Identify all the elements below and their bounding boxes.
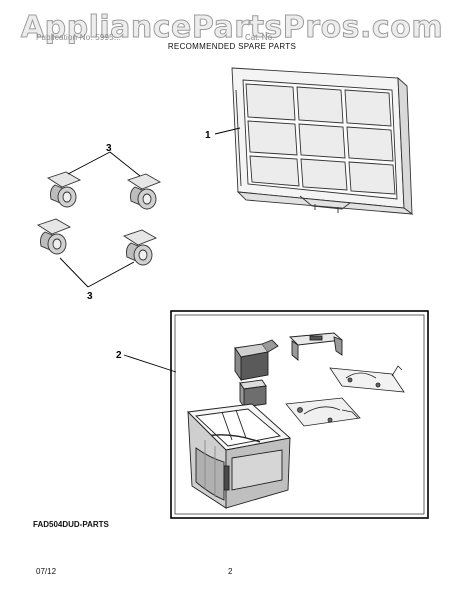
caster-top-right: [126, 173, 162, 210]
callout-number-bucket-group: 2: [116, 350, 122, 361]
level-plate-illustration: [329, 365, 405, 393]
callout-number-casters-bottom: 3: [87, 291, 93, 302]
cover-plate-illustration: [285, 397, 361, 427]
water-bucket-illustration: [187, 403, 291, 509]
leader-caster-top-right: [109, 151, 141, 177]
footer-date: 07/12: [36, 567, 57, 576]
header-publication-text: Publication No. 5995...: [36, 33, 122, 42]
page-title: RECOMMENDED SPARE PARTS: [167, 42, 297, 51]
callout-number-casters-top: 3: [106, 143, 112, 154]
leader-bucket-group: [123, 354, 177, 373]
leader-caster-bottom-left: [59, 257, 89, 288]
caster-top-left: [46, 171, 82, 208]
leader-filter: [214, 127, 241, 135]
bucket-bracket-illustration: [289, 332, 344, 361]
leader-caster-top-left: [67, 151, 111, 175]
callout-number-filter: 1: [205, 130, 211, 141]
callout-leader-lines: [59, 127, 241, 373]
caster-bottom-left: [36, 218, 72, 255]
leader-caster-bottom-right: [87, 261, 135, 288]
header-catalog-text: Cat. No.: [245, 33, 275, 42]
diagram-code: FAD504DUD-PARTS: [33, 520, 109, 529]
caster-wheel-illustrations: [36, 171, 162, 266]
air-filter-illustration: [231, 67, 414, 215]
footer-page-number: 2: [228, 567, 233, 576]
switch-block-illustration: [239, 379, 267, 409]
float-switch-illustration: [234, 339, 279, 382]
site-watermark: AppliancePartsPros.com: [20, 10, 444, 46]
caster-bottom-right: [122, 229, 158, 266]
